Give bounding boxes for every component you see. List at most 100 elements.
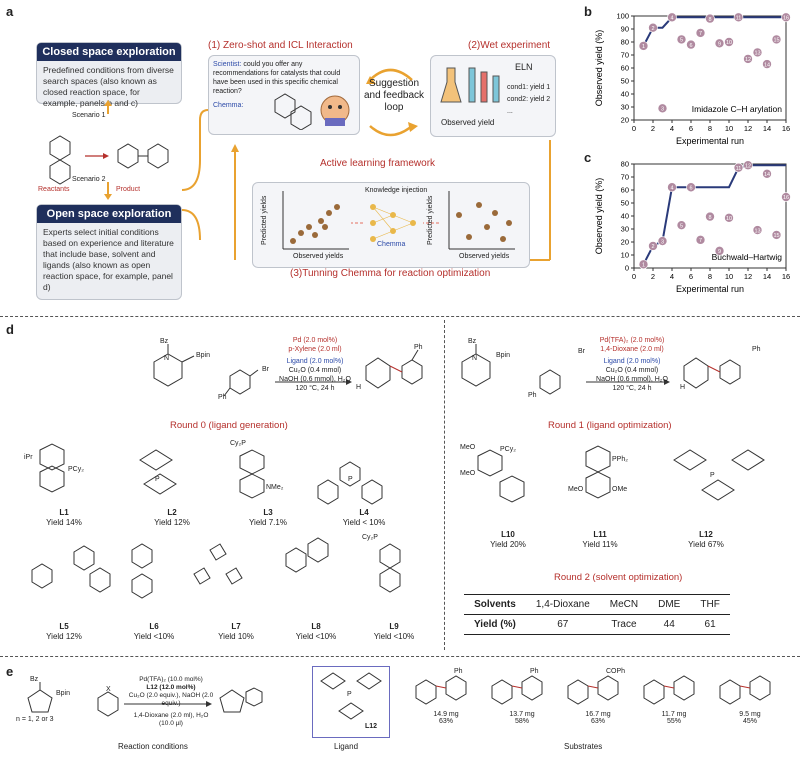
round2-label: Round 2 (solvent optimization) [554,572,683,583]
n-range-text: n = 1, 2 or 3 [16,716,54,723]
wet-box: ELN cond1: yield 1 cond2: yield 2 ... Ob… [430,55,556,137]
ligand-name: L4 [359,508,369,517]
flask-icon [440,67,500,103]
bpin-atom-e: Bpin [56,690,71,697]
y-tick-label: 40 [621,90,629,99]
data-point-label: 10 [726,40,732,46]
substrate-mass: 14.9 mg [433,711,459,718]
panel-label-b: b [584,4,592,19]
data-point [714,246,725,256]
tuning-box: Knowledge injection Chemma Predicted yie… [252,182,530,268]
obs-yields-left: Observed yields [293,253,344,260]
data-point-label: 15 [773,38,779,44]
y-tick-label: 20 [621,238,629,247]
data-point-label: 9 [718,249,721,255]
ligand-name: L3 [263,508,273,517]
scientist-message: Scientist: could you offer any recommend… [209,56,359,100]
ipr-l1: iPr [24,454,33,461]
conditions-left: Pd (2.0 mol%) p-Xylene (2.0 ml) Ligand (… [270,336,360,393]
pred-yields-right: Predicted yields [427,195,434,245]
data-point [648,241,658,251]
solvent-head-2: MeCN [609,599,639,610]
best-so-far-line [642,16,786,47]
cond-left-6: 120 °C, 24 h [295,385,335,392]
solvent-row-0: Yield (%) [474,619,516,630]
observed-yield-label: Observed yield [441,118,495,127]
reaction-scheme-a [49,100,169,200]
cond-right-3: Ligand (2.0 mol%) [603,358,661,365]
reaction-e-structures [27,682,263,717]
y-tick-label: 20 [621,116,629,125]
framework-arrows [181,68,551,261]
data-point [771,34,782,45]
data-point [733,162,744,173]
chat-box: Scientist: could you offer any recommend… [208,55,360,135]
y-tick-label: 70 [621,173,629,182]
x-tick-label: 6 [689,124,693,133]
substrate-mass: 9.5 mg [739,711,761,718]
x-tick-label: 6 [689,272,693,281]
data-point-label: 2 [651,244,654,250]
cy2p-l9: Cy₂P [362,534,378,541]
substrate-group: Ph [454,668,463,675]
x-tick-label: 10 [725,272,733,281]
ligand-name: L12 [699,530,713,539]
ligand-name: L11 [593,530,607,539]
y-tick-label: 0 [625,264,629,273]
x-tick-label: 2 [651,124,655,133]
substrate-item: 11.7 mg 55% [638,668,710,725]
conditions-right: Pd(TFA)₂ (2.0 mol%) 1,4-Dioxane (2.0 ml)… [584,336,680,393]
round1-ligand-structures [477,445,765,503]
solvent-row-3: 44 [663,619,675,630]
substrate-structure [719,675,771,705]
data-point-label: 11 [736,166,742,172]
cond-left-2: p-Xylene (2.0 ml) [288,346,342,353]
substrate-item: COPh 16.7 mg 63% [562,668,634,725]
solvent-table-row: Yield (%) 67 Trace 44 61 [464,615,730,635]
substrate-yield: 55% [666,718,681,725]
x-tick-label: 14 [763,124,771,133]
data-point [667,12,677,23]
pred-yields-left: Predicted yields [261,195,268,245]
data-point [638,41,649,51]
substrate-mass: 16.7 mg [585,711,611,718]
ligand-e-structure [320,672,382,720]
bz-atom-right: Bz [468,338,477,345]
chemma-mid-label: Chemma [377,241,406,248]
solvent-table-head: Solvents 1,4-Dioxane MeCN DME THF [464,595,730,615]
data-point-label: 1 [642,263,645,269]
solvent-head-0: Solvents [474,599,516,610]
ligand-yield: Yield <10% [295,632,337,641]
caption-conditions: Reaction conditions [118,742,188,751]
chart-annotation: Imidazole C–H arylation [692,104,783,114]
solvent-row-4: 61 [704,619,716,630]
closed-space-title: Closed space exploration [37,43,181,61]
cond-e-4: 1,4-Dioxane (2.0 ml), H₂O (10.0 µl) [133,712,209,727]
p-atom-l4: P [348,476,353,483]
h-atom-left: H [356,384,362,391]
cond-right-2: 1,4-Dioxane (2.0 ml) [600,346,664,353]
y-tick-label: 60 [621,186,629,195]
ph-product-right: Ph [752,346,761,353]
data-point-label: 14 [764,62,770,68]
substrate-item: Ph 14.9 mg 63% [410,668,482,725]
data-point [695,28,706,38]
data-point-label: 8 [708,17,711,23]
x-tick-label: 4 [670,272,674,281]
tuning-diagram [282,191,515,250]
data-point-label: 14 [764,172,770,178]
reaction-right-structures [461,344,741,395]
pcy2-l1: PCy₂ [68,466,84,473]
product-label: Product [116,186,141,193]
separator-vertical [444,320,445,650]
data-point-label: 5 [680,38,683,44]
ligand-name: L6 [149,622,159,631]
substrate-item: Ph 13.7 mg 58% [486,668,558,725]
data-point-label: 2 [651,26,654,32]
